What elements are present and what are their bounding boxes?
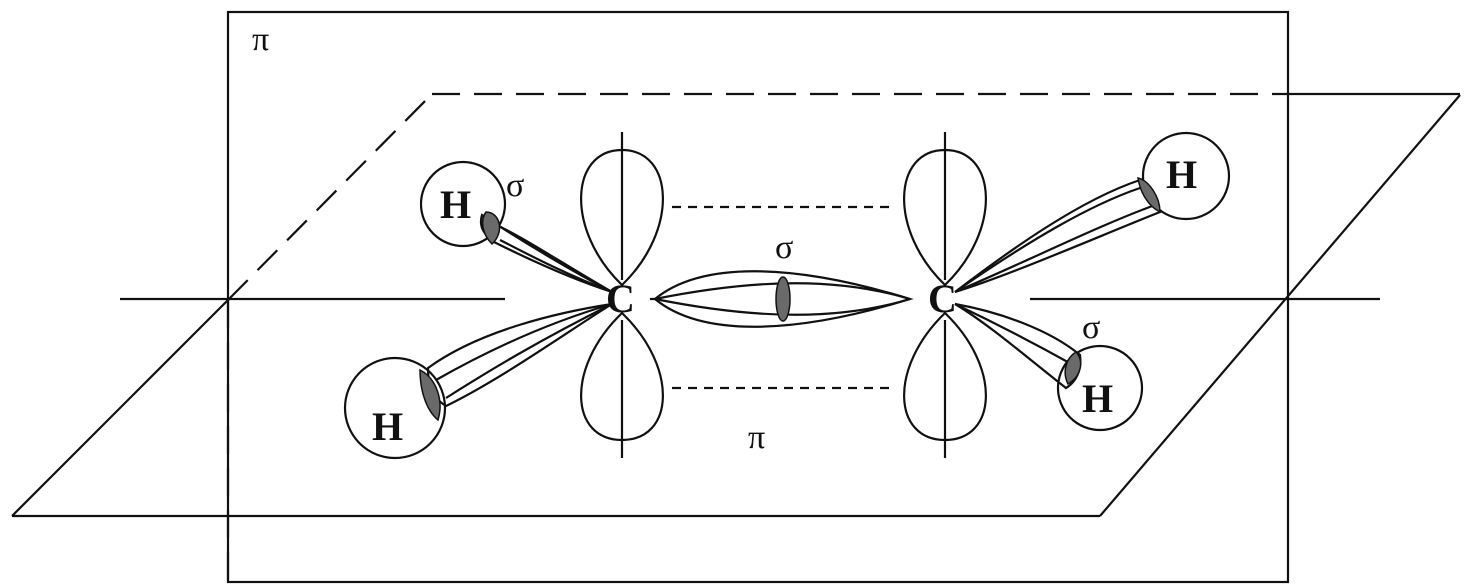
sigma-ch-bottom-right-label: σ (1082, 309, 1100, 346)
sigma-ch-top-left-label: σ (506, 167, 524, 204)
hydrogen-top-right-label: H (1166, 152, 1197, 197)
sigma-cc-overlap (775, 276, 791, 322)
hydrogen-orbital-top-left (419, 160, 507, 248)
pi-plane-label: π (252, 21, 269, 58)
hydrogen-bottom-right-label: H (1082, 376, 1113, 421)
sigma-bond-ch-bottom-left (343, 302, 613, 460)
sigma-bond-ch-top-left (419, 160, 613, 294)
carbon-right-label: C (928, 276, 957, 321)
hydrogen-top-left-label: H (440, 182, 471, 227)
hydrogen-orbital-bottom-left (343, 356, 447, 460)
sigma-cc-label: σ (775, 229, 793, 266)
p-orbital-left (580, 132, 664, 458)
hydrogen-orbital-bottom-right (1056, 344, 1144, 432)
p-orbital-right (903, 132, 987, 458)
pi-bond-label: π (748, 419, 765, 456)
sigma-bond-cc (653, 270, 914, 328)
sigma-bond-ch-bottom-right (954, 302, 1144, 432)
carbon-left-label: C (606, 276, 635, 321)
sigma-plane-parallelogram (11, 92, 1461, 580)
sigma-bond-ch-top-right (954, 131, 1231, 294)
hydrogen-bottom-left-label: H (372, 404, 403, 449)
hydrogen-orbital-top-right (1141, 131, 1231, 221)
